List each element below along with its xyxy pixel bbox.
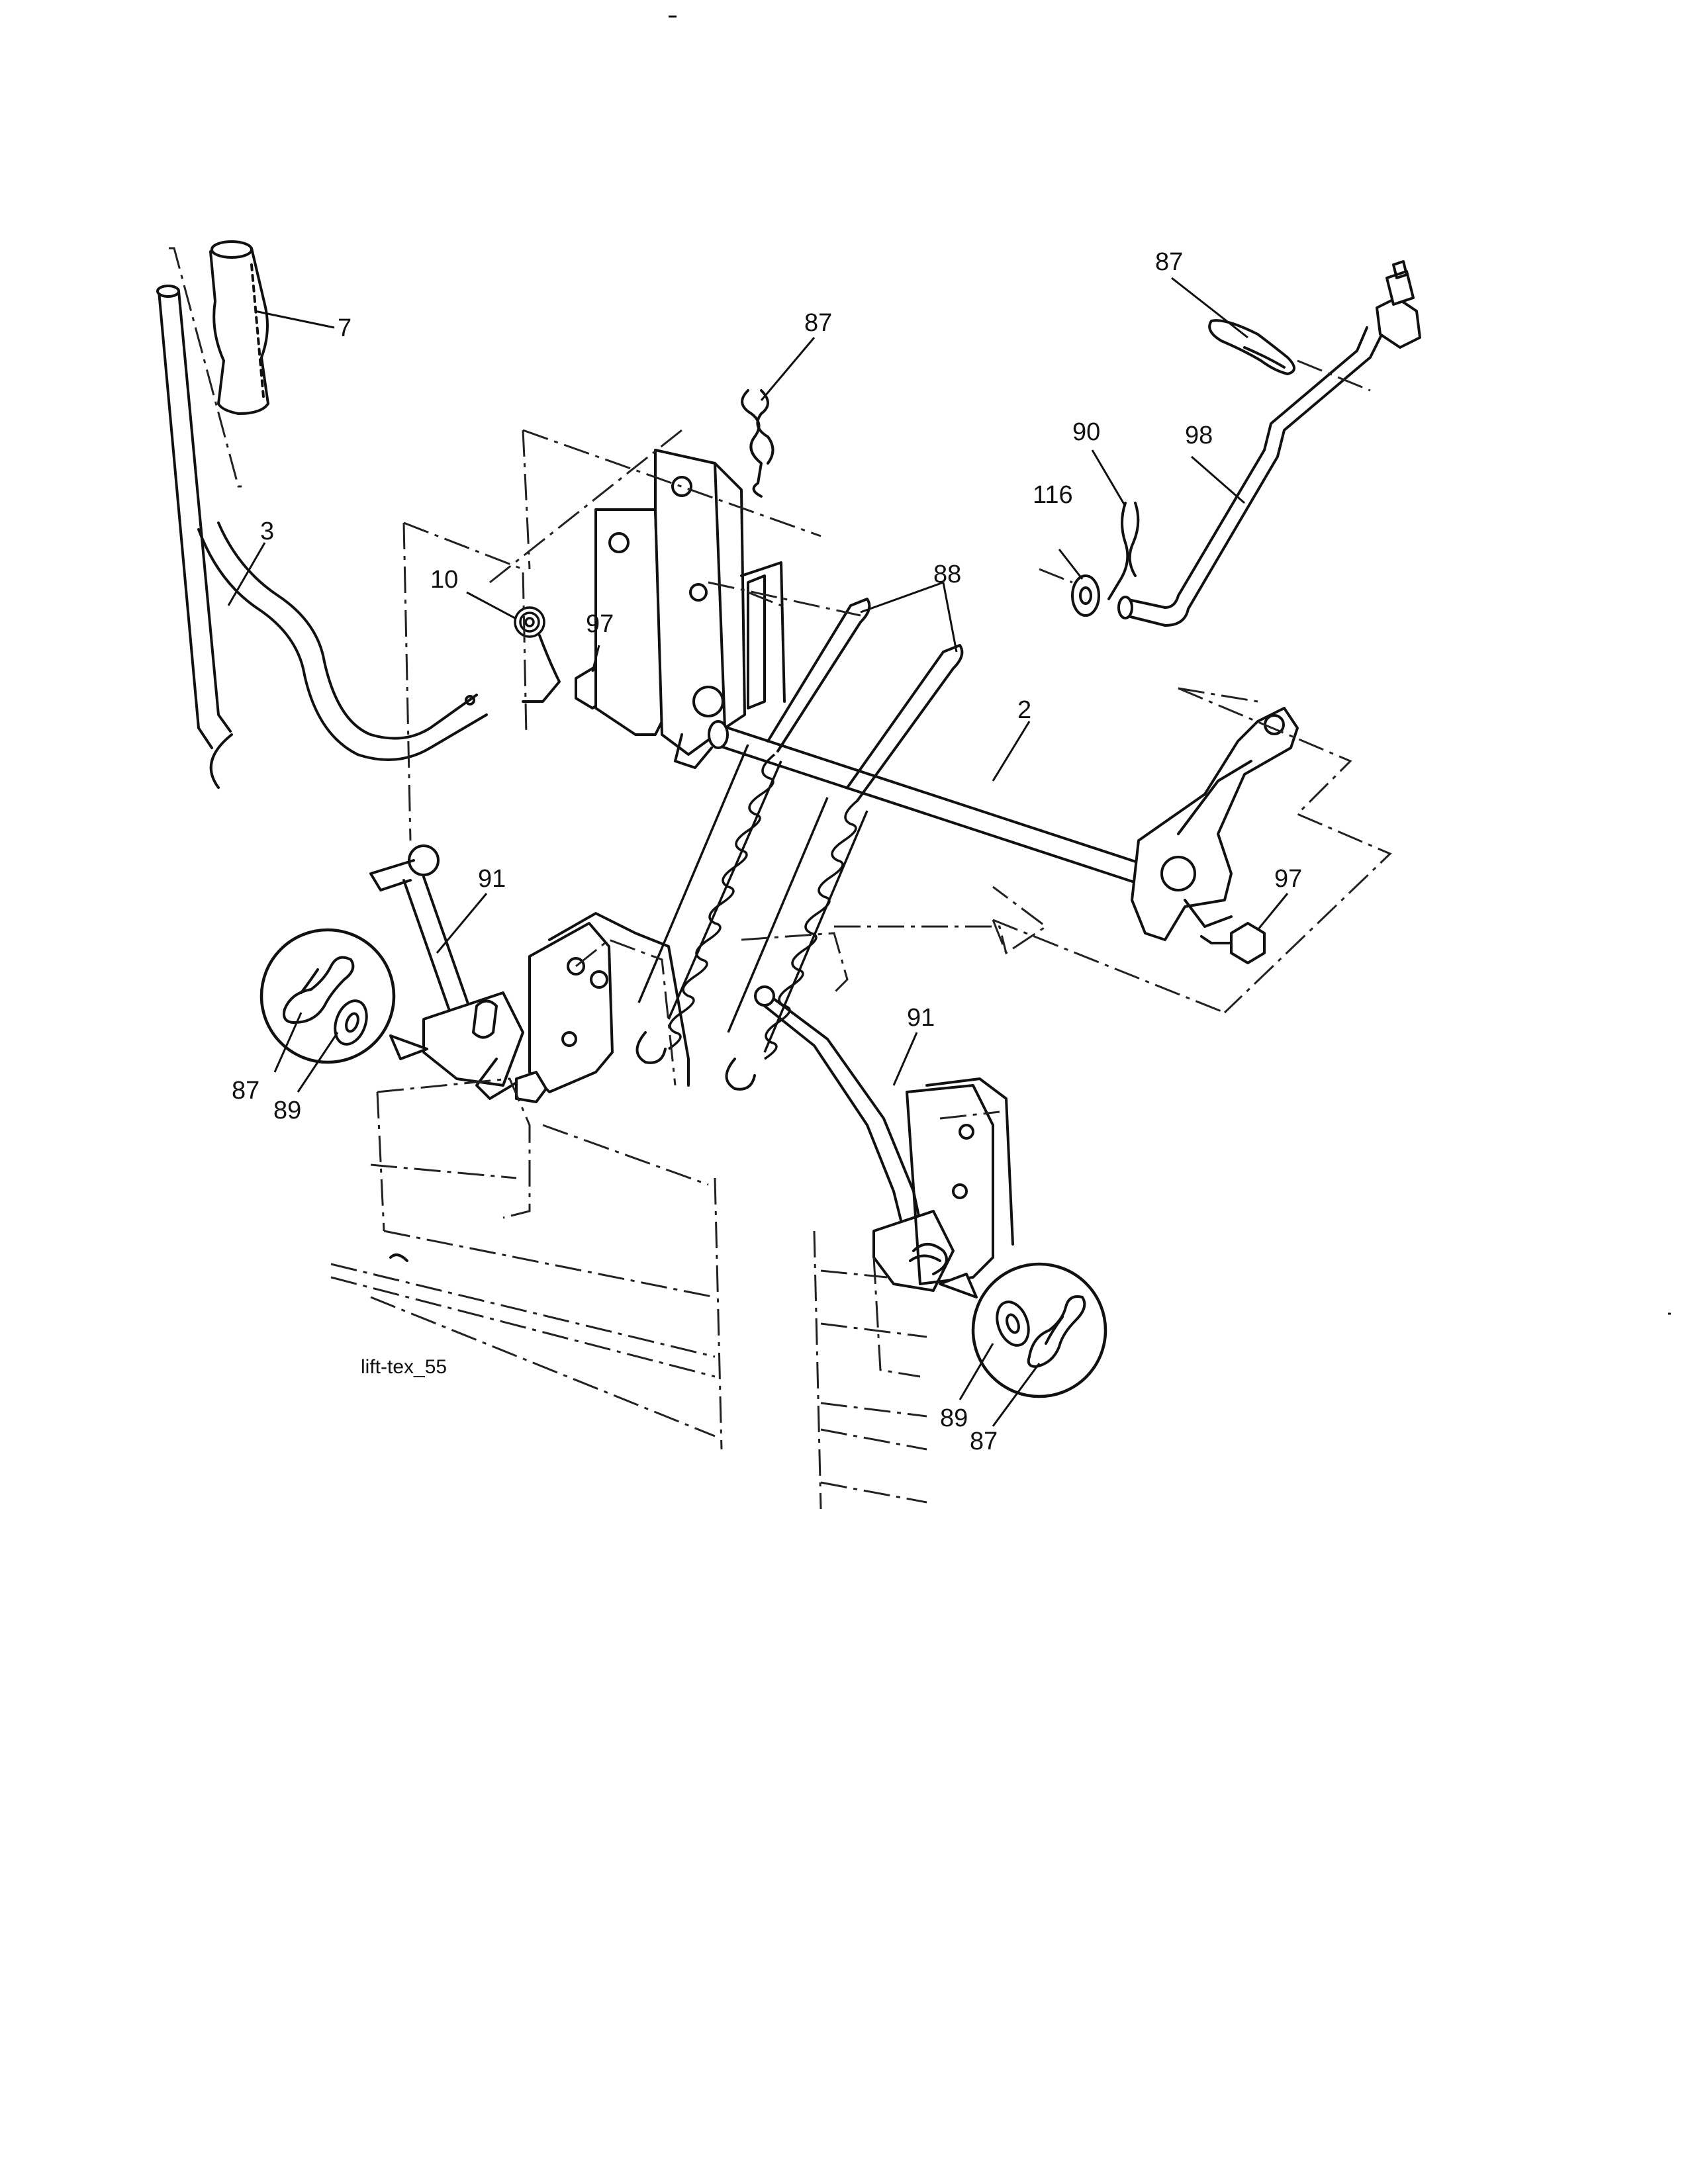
callout-97: 97 xyxy=(586,610,614,638)
callout-89: 89 xyxy=(940,1404,968,1432)
callout-2: 2 xyxy=(1017,696,1031,724)
callout-87: 87 xyxy=(1155,248,1183,276)
callout-87: 87 xyxy=(804,309,832,337)
left-lift-link-part xyxy=(369,844,524,1087)
left-side-plate-part xyxy=(475,912,690,1103)
hairpin-clip-upper-part xyxy=(741,389,774,498)
mounting-bracket-part xyxy=(594,449,786,769)
callout-3: 3 xyxy=(260,518,274,545)
washer-and-pin-part xyxy=(1071,502,1140,617)
callout-98: 98 xyxy=(1185,422,1213,449)
scan-marks xyxy=(669,15,1671,1315)
detail-circle-left xyxy=(259,928,428,1064)
callout-10: 10 xyxy=(430,566,458,594)
callout-7: 7 xyxy=(338,314,352,342)
extension-springs-part xyxy=(635,744,868,1091)
callout-116: 116 xyxy=(1033,481,1073,509)
phantom-outlines xyxy=(402,359,1392,1014)
leader-lines xyxy=(227,277,1289,1427)
lift-shaft-part xyxy=(692,686,1153,888)
detail-circle-right xyxy=(939,1262,1107,1398)
callout-89: 89 xyxy=(273,1097,301,1124)
lift-handle-part xyxy=(156,285,488,789)
right-side-plate-part xyxy=(906,1077,1014,1285)
figure-id-label: lift-tex_55 xyxy=(361,1356,447,1378)
callout-90: 90 xyxy=(1072,418,1100,446)
right-lift-bracket-part xyxy=(1131,707,1299,941)
callout-97: 97 xyxy=(1274,865,1302,893)
handle-grip-part xyxy=(169,240,269,488)
right-deck-ghost xyxy=(813,1111,1000,1510)
callout-87: 87 xyxy=(232,1077,259,1105)
pivot-rod-part xyxy=(1117,260,1421,627)
callout-91: 91 xyxy=(907,1004,935,1032)
callout-87: 87 xyxy=(970,1428,998,1455)
left-deck-ghost xyxy=(330,938,723,1450)
callout-labels: 7 3 10 97 87 88 87 90 98 116 2 97 91 87 … xyxy=(232,248,1302,1455)
callout-91: 91 xyxy=(478,865,506,893)
callout-88: 88 xyxy=(933,561,961,588)
torsion-spring-part xyxy=(514,606,561,703)
bolt-right-part xyxy=(1200,922,1266,964)
hairpin-clip-right-part xyxy=(1208,319,1295,375)
